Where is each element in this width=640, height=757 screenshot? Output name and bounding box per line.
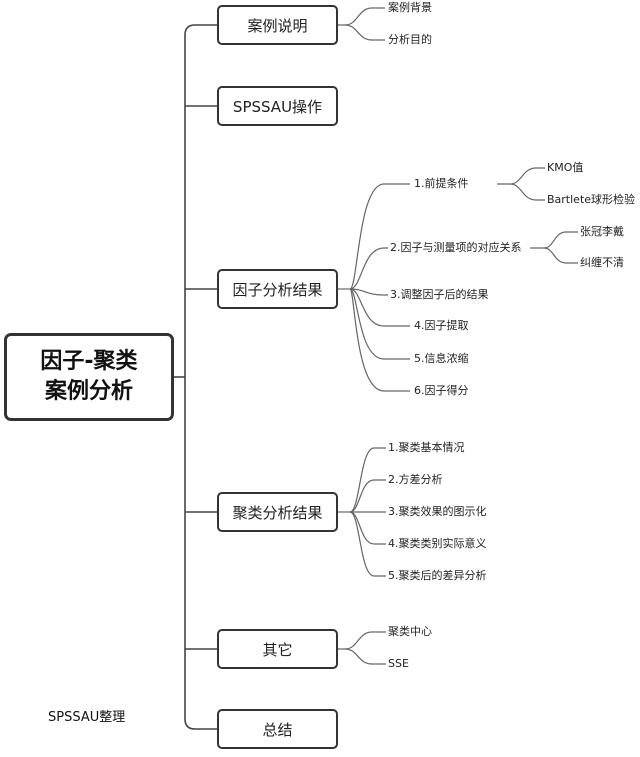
branch-other: 其它 [217,629,338,669]
footer-credit: SPSSAU整理 [48,710,126,725]
branch-label: 案例说明 [247,16,308,35]
branch-summary: 总结 [217,709,338,749]
branch-label: 聚类分析结果 [232,503,323,522]
branch-spssau-operation: SPSSAU操作 [217,86,338,126]
leaf-prerequisites: 1.前提条件 [414,177,469,190]
leaf-cluster-meaning: 4.聚类类别实际意义 [388,537,487,550]
leaf-sse: SSE [388,657,409,670]
leaf-bartlett-test: Bartlete球形检验 [547,193,636,206]
branch-cluster-analysis-results: 聚类分析结果 [217,492,338,532]
branch-label: SPSSAU操作 [232,97,323,116]
leaf-info-condensation: 5.信息浓缩 [414,352,469,365]
root-node: 因子-聚类 案例分析 [4,333,174,421]
leaf-kmo: KMO值 [547,161,584,174]
branch-label: 其它 [262,640,293,659]
leaf-anova: 2.方差分析 [388,473,443,486]
branch-case-description: 案例说明 [217,5,338,45]
leaf-entanglement: 纠缠不清 [580,256,624,269]
leaf-post-cluster-difference: 5.聚类后的差异分析 [388,569,487,582]
leaf-misattribution: 张冠李戴 [580,225,624,238]
leaf-factor-extraction: 4.因子提取 [414,319,469,332]
leaf-adjusted-results: 3.调整因子后的结果 [390,288,489,301]
root-title-line2: 案例分析 [44,379,133,404]
branch-factor-analysis-results: 因子分析结果 [217,269,338,309]
leaf-cluster-visualization: 3.聚类效果的图示化 [388,505,487,518]
leaf-cluster-basic: 1.聚类基本情况 [388,441,465,454]
leaf-case-background: 案例背景 [388,1,432,14]
leaf-factor-item-mapping: 2.因子与测量项的对应关系 [390,241,522,254]
leaf-factor-score: 6.因子得分 [414,384,469,397]
branch-label: 总结 [262,720,293,739]
leaf-cluster-center: 聚类中心 [388,625,432,638]
leaf-analysis-purpose: 分析目的 [388,33,432,46]
root-title-line1: 因子-聚类 [40,349,138,374]
branch-label: 因子分析结果 [232,280,323,299]
